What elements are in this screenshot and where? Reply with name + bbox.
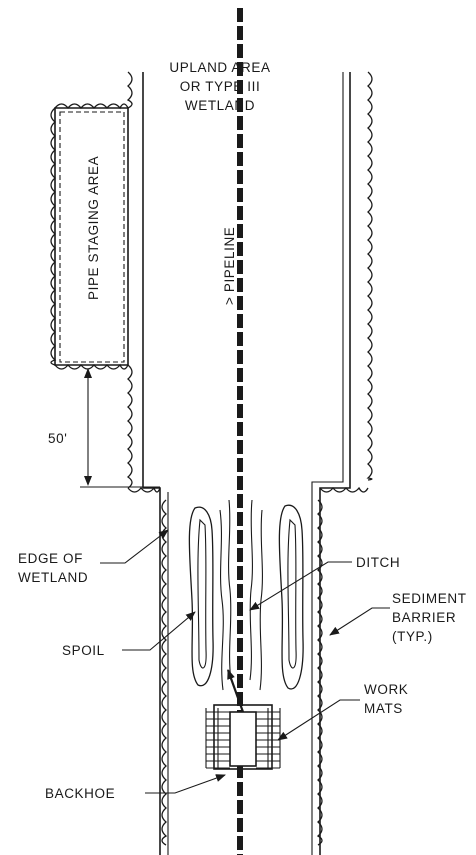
label-pipe-staging: PIPE STAGING AREA bbox=[86, 156, 101, 300]
ditch-wall-right-2 bbox=[259, 509, 263, 691]
row-scallop-right-upper bbox=[366, 71, 373, 481]
ditch-wall-left-1 bbox=[219, 509, 224, 691]
label-ditch: DITCH bbox=[356, 555, 400, 570]
leader-spoil bbox=[122, 611, 196, 651]
backhoe-boom bbox=[226, 669, 245, 713]
label-edge-1: EDGE OF bbox=[18, 551, 83, 566]
construction-boundary-right bbox=[311, 72, 344, 855]
label-backhoe: BACKHOE bbox=[45, 786, 115, 801]
row-scallop-left-step bbox=[127, 486, 161, 493]
leader-edge-of-wetland bbox=[100, 529, 169, 564]
label-edge-2: WETLAND bbox=[18, 570, 88, 585]
leader-work-mats bbox=[277, 699, 360, 741]
staging-scallop-top bbox=[54, 103, 129, 110]
label-sediment-1: SEDIMENT bbox=[392, 591, 467, 606]
label-sediment-2: BARRIER bbox=[392, 610, 456, 625]
label-work-1: WORK bbox=[364, 682, 408, 697]
spoil-pile-right bbox=[278, 504, 304, 690]
label-sediment-3: (TYP.) bbox=[392, 629, 433, 644]
staging-scallop-bottom bbox=[54, 363, 129, 370]
row-scallop-left-mid bbox=[126, 364, 133, 489]
label-pipeline: > PIPELINE bbox=[222, 227, 237, 305]
work-mats bbox=[205, 704, 281, 770]
label-spoil: SPOIL bbox=[62, 643, 105, 658]
leader-backhoe bbox=[145, 774, 226, 794]
row-scallop-right-step bbox=[319, 486, 369, 493]
spoil-pile-left bbox=[188, 506, 214, 687]
label-upland-2: OR TYPE III bbox=[180, 79, 261, 94]
spoil-pile-left-inner bbox=[197, 518, 207, 669]
leader-sediment-barrier bbox=[329, 607, 390, 636]
label-upland-1: UPLAND AREA bbox=[169, 60, 270, 75]
spoil-pile-right-inner bbox=[287, 518, 297, 669]
label-upland-3: WETLAND bbox=[185, 98, 255, 113]
row-boundary-upper-right bbox=[319, 72, 351, 855]
dimension-arrow-bottom bbox=[84, 476, 92, 486]
label-dimension: 50' bbox=[48, 431, 67, 446]
staging-scallop-left bbox=[50, 107, 57, 366]
leader-ditch bbox=[249, 561, 352, 611]
staging-scallop-upper bbox=[126, 71, 133, 109]
wetland-edge-scallop-right bbox=[316, 499, 323, 846]
ditch-wall-left-2 bbox=[228, 499, 232, 681]
label-work-2: MATS bbox=[364, 701, 403, 716]
ditch-wall-right-1 bbox=[249, 499, 253, 681]
pipe-staging-area bbox=[59, 111, 125, 363]
backhoe-body bbox=[229, 711, 257, 767]
dimension-arrow-top bbox=[84, 368, 92, 378]
row-boundary-upper-left bbox=[142, 72, 161, 855]
